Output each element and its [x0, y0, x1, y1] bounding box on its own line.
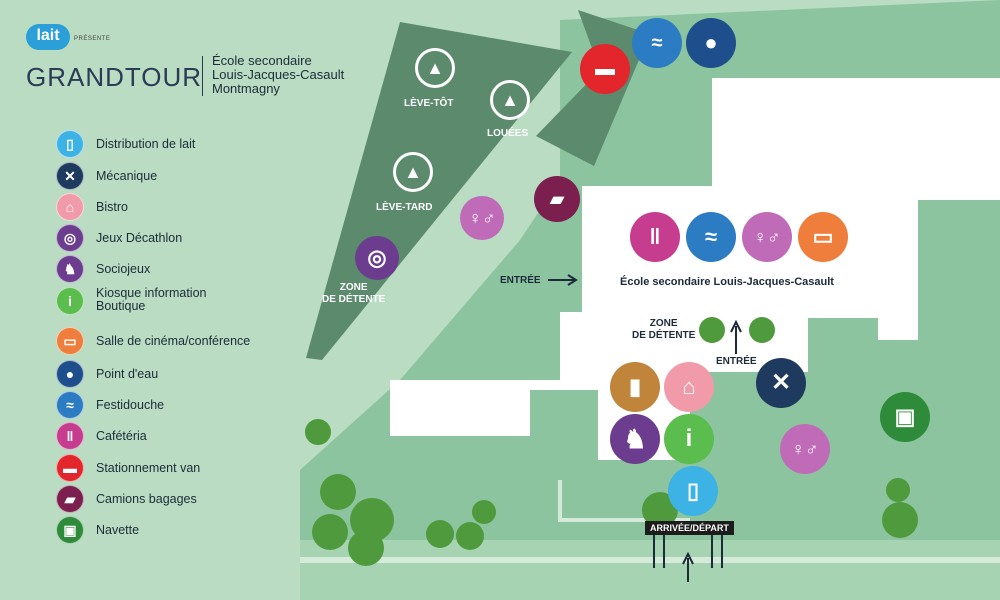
fork-knife-icon[interactable]: ‖ — [630, 212, 680, 262]
school-address: École secondaire Louis-Jacques-Casault M… — [212, 54, 344, 96]
grounds-lower — [300, 540, 1000, 600]
legend-item-lait: ▯ Distribution de lait — [56, 130, 296, 158]
restroom-icon[interactable]: ♀♂ — [460, 196, 504, 240]
presents-label: PRÉSENTE — [74, 36, 111, 42]
entree-arrow-1 — [548, 274, 578, 286]
restroom-icon[interactable]: ♀♂ — [780, 424, 830, 474]
entree-label: ENTRÉE — [500, 275, 541, 286]
tools-icon: ✕ — [56, 162, 84, 190]
louees-label: LOUÉES — [487, 128, 529, 139]
truck-icon: ▰ — [56, 485, 84, 513]
legend-label: Kiosque information Boutique — [96, 286, 207, 313]
info-icon[interactable]: i — [664, 414, 714, 464]
fork-knife-icon: ‖ — [56, 422, 84, 450]
legend-label: Stationnement van — [96, 461, 201, 475]
tent-camp-icon[interactable]: ▲ — [490, 80, 530, 120]
legend-item-kiosque: i Kiosque information Boutique — [56, 287, 296, 315]
tent-camp-icon[interactable]: ▲ — [415, 48, 455, 88]
legend-item-camions: ▰ Camions bagages — [56, 485, 296, 513]
tent-icon[interactable]: ⌂ — [664, 362, 714, 412]
legend-item-cafeteria: ‖ Cafétéria — [56, 422, 296, 450]
shower-icon: ≈ — [56, 391, 84, 419]
legend-label: Camions bagages — [96, 492, 197, 506]
arrivee-arrow — [682, 551, 694, 582]
milk-carton-icon[interactable]: ▯ — [668, 466, 718, 516]
legend-item-mecanique: ✕ Mécanique — [56, 162, 296, 190]
legend-label: Bistro — [96, 200, 128, 214]
tent-camp-icon[interactable]: ▲ — [393, 152, 433, 192]
brand-divider — [202, 56, 203, 96]
legend-item-van: ▬ Stationnement van — [56, 454, 296, 482]
school-name-label: École secondaire Louis-Jacques-Casault — [620, 276, 834, 288]
brand-block: lait PRÉSENTE GRANDTOUR École secondaire… — [26, 24, 344, 104]
tools-icon[interactable]: ✕ — [756, 358, 806, 408]
legend-label: Cafétéria — [96, 429, 147, 443]
legend-label: Salle de cinéma/conférence — [96, 334, 251, 348]
target-icon: ◎ — [56, 224, 84, 252]
chess-knight-icon: ♞ — [56, 255, 84, 283]
legend-item-navette: ▣ Navette — [56, 516, 296, 544]
building-annex — [712, 78, 882, 168]
entree-arrow-2 — [730, 319, 742, 354]
legend-label: Point d'eau — [96, 367, 159, 381]
van-icon[interactable]: ▬ — [580, 44, 630, 94]
trees — [305, 317, 918, 566]
entree-label: ENTRÉE — [716, 356, 757, 367]
zone-detente-label: ZONE DE DÉTENTE — [632, 318, 696, 341]
chess-knight-icon[interactable]: ♞ — [610, 414, 660, 464]
bus-icon[interactable]: ▣ — [880, 392, 930, 442]
legend-item-sociojeux: ♞ Sociojeux — [56, 255, 296, 283]
school-line-3: Montmagny — [212, 81, 280, 96]
arrivee-posts — [653, 534, 723, 568]
screen-icon: ▭ — [56, 327, 84, 355]
water-drop-icon[interactable]: ● — [686, 18, 736, 68]
restroom-icon[interactable]: ♀♂ — [742, 212, 792, 262]
info-icon: i — [56, 287, 84, 315]
legend-label: Distribution de lait — [96, 137, 196, 151]
milk-carton-icon: ▯ — [56, 130, 84, 158]
shower-icon[interactable]: ≈ — [686, 212, 736, 262]
arrivee-depart-label: ARRIVÉE/DÉPART — [645, 521, 734, 535]
legend-label: Navette — [96, 523, 140, 537]
legend-item-jeux: ◎ Jeux Décathlon — [56, 224, 296, 252]
leve-tot-label: LÈVE-TÔT — [404, 98, 454, 109]
legend-item-cinema: ▭ Salle de cinéma/conférence — [56, 327, 296, 355]
school-line-1: École secondaire — [212, 53, 312, 68]
legend-label: Jeux Décathlon — [96, 231, 183, 245]
coffee-cup-icon[interactable]: ▮ — [610, 362, 660, 412]
legend-item-eau: ● Point d'eau — [56, 360, 296, 388]
truck-icon[interactable]: ▰ — [534, 176, 580, 222]
shower-icon[interactable]: ≈ — [632, 18, 682, 68]
legend-item-bistro: ⌂ Bistro — [56, 193, 296, 221]
tent-icon: ⌂ — [56, 193, 84, 221]
legend-label: Mécanique — [96, 169, 158, 183]
screen-icon[interactable]: ▭ — [798, 212, 848, 262]
legend-item-douche: ≈ Festidouche — [56, 391, 296, 419]
legend-label: Festidouche — [96, 398, 165, 412]
leve-tard-label: LÈVE-TARD — [376, 202, 433, 213]
lait-logo: lait — [26, 24, 70, 50]
event-logo: GRANDTOUR — [26, 62, 203, 92]
van-icon: ▬ — [56, 454, 84, 482]
water-drop-icon: ● — [56, 360, 84, 388]
bus-icon: ▣ — [56, 516, 84, 544]
target-icon[interactable]: ◎ — [355, 236, 399, 280]
zone-detente-label: ZONE DE DÉTENTE — [322, 282, 386, 305]
legend-label: Sociojeux — [96, 262, 151, 276]
school-line-2: Louis-Jacques-Casault — [212, 67, 345, 82]
